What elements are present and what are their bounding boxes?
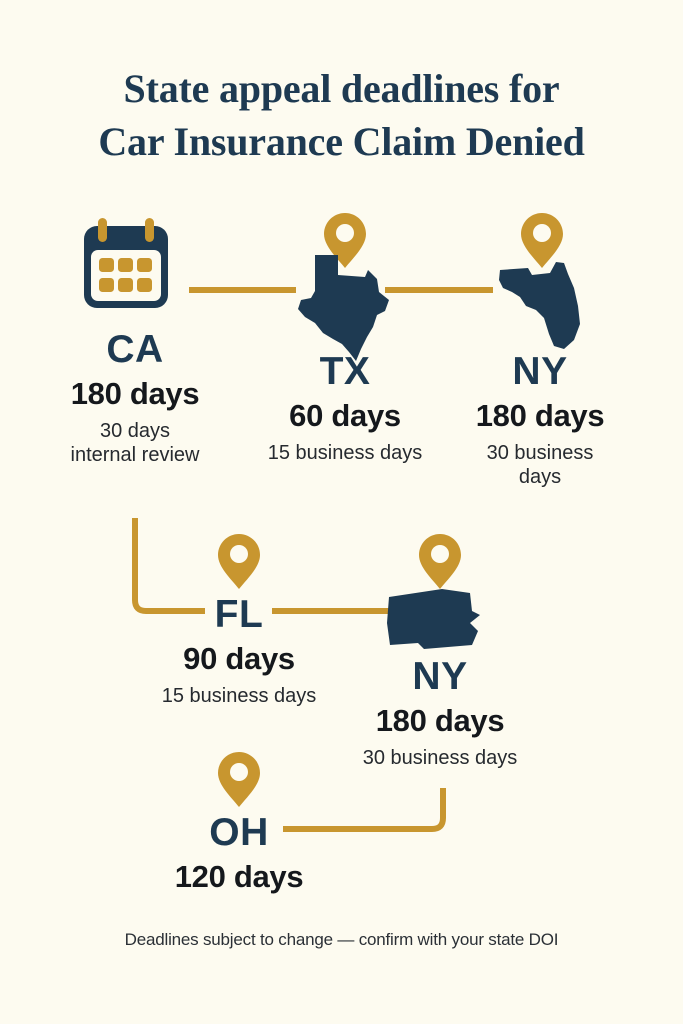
node-ca-sub-1: 30 days [99, 419, 171, 442]
node-oh-state-code: OH [209, 811, 269, 854]
node-ny-1-sub-1: 30 business [486, 441, 594, 464]
footer-note: Deadlines subject to change — confirm wi… [124, 930, 559, 949]
florida-map-icon [499, 262, 580, 349]
node-tx-art [235, 212, 455, 361]
node-ny-2-state-code: NY [412, 655, 468, 698]
node-oh-art [129, 751, 349, 813]
node-tx-state-code: TX [319, 350, 371, 393]
calendar-icon [84, 218, 168, 308]
node-fl[interactable]: FL 90 days 15 business days [129, 533, 349, 708]
node-fl-sub-1: 15 business days [161, 684, 317, 707]
node-ny-2-sub-1: 30 business days [362, 746, 518, 769]
map-pin-icon [521, 213, 563, 268]
page-title: State appeal deadlines for Car Insurance… [0, 62, 683, 168]
node-fl-art [129, 533, 349, 595]
node-ny-1[interactable]: NY 180 days 30 business days [430, 212, 650, 489]
node-oh-days: 120 days [174, 859, 304, 894]
texas-map-icon [298, 255, 389, 361]
map-pin-icon [218, 534, 260, 589]
node-ca[interactable]: CA 180 days 30 days internal review [25, 212, 245, 467]
node-ny-1-days: 180 days [475, 398, 605, 433]
node-ca-art [25, 212, 245, 330]
node-ny-2-days: 180 days [375, 703, 505, 738]
node-fl-days: 90 days [183, 641, 295, 676]
map-pin-icon [218, 752, 260, 807]
node-tx[interactable]: TX 60 days 15 business days [235, 212, 455, 465]
node-tx-days: 60 days [289, 398, 401, 433]
node-tx-sub-1: 15 business days [267, 441, 423, 464]
map-pin-icon [419, 534, 461, 589]
node-oh[interactable]: OH 120 days [129, 751, 349, 895]
node-ny-1-state-code: NY [512, 350, 568, 393]
node-ca-sub-2: internal review [70, 443, 200, 466]
pennsylvania-map-icon [387, 589, 480, 649]
node-ca-state-code: CA [106, 328, 164, 371]
node-ca-days: 180 days [70, 376, 200, 411]
node-ny-1-art [430, 212, 650, 352]
node-fl-state-code: FL [214, 593, 264, 636]
map-pin-icon [324, 213, 366, 268]
title-line-1: State appeal deadlines for [123, 66, 560, 111]
node-ny-2[interactable]: NY 180 days 30 business days [330, 533, 550, 770]
node-ny-2-art [330, 533, 550, 657]
title-line-2: Car Insurance Claim Denied [98, 119, 585, 164]
node-ny-1-sub-2: days [518, 465, 562, 488]
